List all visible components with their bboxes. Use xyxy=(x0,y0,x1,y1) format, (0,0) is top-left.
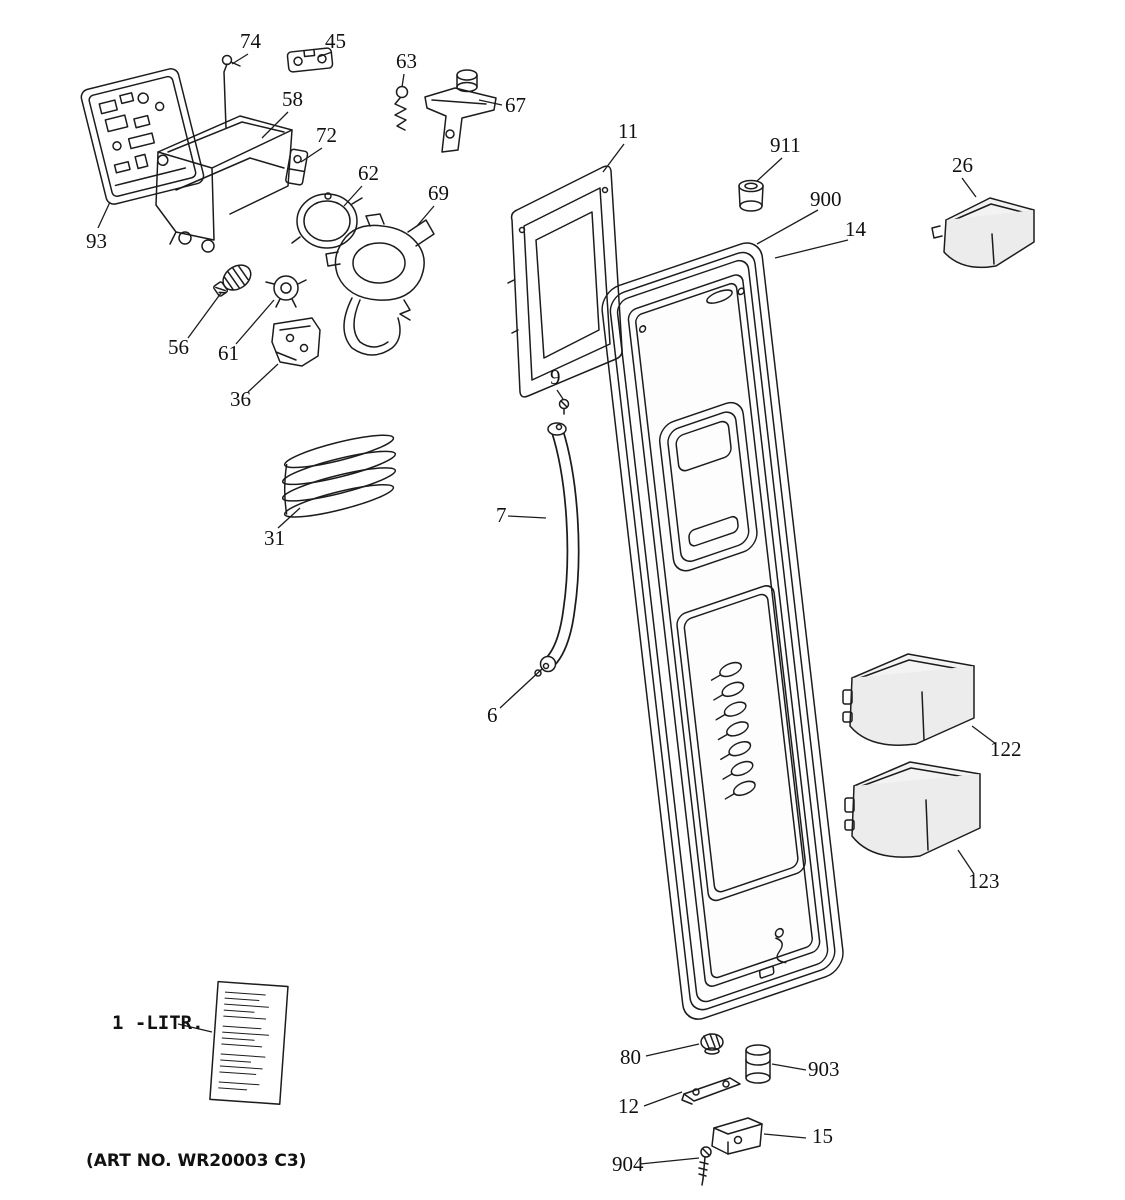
callout-123: 123 xyxy=(968,869,1000,893)
part-14-freezer-door xyxy=(627,274,821,987)
callout-911: 911 xyxy=(770,133,801,157)
leader-12 xyxy=(643,1091,683,1107)
leader-9 xyxy=(556,389,564,400)
part-61-socket xyxy=(265,275,307,308)
leader-61 xyxy=(235,299,275,345)
callout-12: 12 xyxy=(618,1094,639,1118)
callout-45: 45 xyxy=(325,29,346,53)
leader-93 xyxy=(97,201,111,229)
callout-900: 900 xyxy=(810,187,842,211)
callout-15: 15 xyxy=(812,1124,833,1148)
leader-45 xyxy=(317,51,333,58)
callout-67: 67 xyxy=(505,93,526,117)
leader-80 xyxy=(645,1043,700,1057)
door-lower-trim xyxy=(676,585,806,902)
leader-58 xyxy=(261,111,289,139)
callout-74: 74 xyxy=(240,29,262,53)
part-31-grille xyxy=(281,434,397,518)
art-number-text: (ART NO. WR20003 C3) xyxy=(86,1151,306,1171)
part-58-bracket-assembly xyxy=(155,115,293,253)
callout-36: 36 xyxy=(230,387,251,411)
part-36-bracket xyxy=(271,317,321,367)
leader-14 xyxy=(774,239,849,259)
part-80-grommet xyxy=(700,1033,724,1055)
callout-56: 56 xyxy=(168,335,189,359)
callout-72: 72 xyxy=(316,123,337,147)
leader-911 xyxy=(756,157,783,182)
part-11-inner-door-panel xyxy=(507,165,623,398)
leader-904 xyxy=(639,1157,700,1165)
freezer-door-assembly xyxy=(601,242,844,1020)
callout-63: 63 xyxy=(396,49,417,73)
part-12-bracket xyxy=(681,1077,741,1105)
callout-122: 122 xyxy=(990,737,1022,761)
leader-903 xyxy=(771,1063,807,1071)
callout-labels: 74 45 63 67 58 72 62 69 93 56 61 36 31 1… xyxy=(86,29,1022,1176)
callout-80: 80 xyxy=(620,1045,641,1069)
leader-56 xyxy=(187,292,222,339)
callout-14: 14 xyxy=(845,217,867,241)
part-6-handle-screw xyxy=(534,669,542,677)
part-9-screw xyxy=(558,398,570,415)
leader-67 xyxy=(478,99,503,106)
dispenser-recess xyxy=(658,401,758,572)
part-15-bracket xyxy=(711,1117,763,1155)
part-904-screw xyxy=(698,1146,712,1186)
callout-904: 904 xyxy=(612,1152,644,1176)
callout-1-litr: 1 -LITR. xyxy=(112,1012,204,1034)
callout-903: 903 xyxy=(808,1057,840,1081)
part-45-clip xyxy=(286,47,334,73)
leader-63 xyxy=(401,73,405,88)
leader-62 xyxy=(343,185,363,207)
part-74-pin xyxy=(221,54,241,129)
callout-58: 58 xyxy=(282,87,303,111)
part-56-bulb xyxy=(213,264,252,297)
leader-69 xyxy=(416,205,435,227)
leader-11 xyxy=(602,143,625,173)
leader-6 xyxy=(499,668,543,709)
part-67-bracket xyxy=(424,69,497,153)
callout-11: 11 xyxy=(618,119,638,143)
callout-31: 31 xyxy=(264,526,285,550)
callout-62: 62 xyxy=(358,161,379,185)
callout-6: 6 xyxy=(487,703,498,727)
leader-15 xyxy=(763,1133,807,1139)
callout-7: 7 xyxy=(496,503,507,527)
part-911-plug xyxy=(738,179,764,212)
leader-123 xyxy=(957,849,975,875)
leader-36 xyxy=(247,363,279,393)
part-122-door-bin xyxy=(842,653,975,746)
leader-31 xyxy=(277,507,301,529)
leader-72 xyxy=(300,147,323,163)
part-26-ice-bin xyxy=(931,197,1035,269)
part-7-door-handle xyxy=(539,422,580,673)
leader-74 xyxy=(231,53,249,65)
leader-litr xyxy=(177,1023,213,1033)
part-62-lamp-ring xyxy=(291,192,363,249)
leader-122 xyxy=(971,725,997,745)
part-72-bracket xyxy=(285,148,309,186)
door-wire-harness xyxy=(758,927,787,979)
callout-93: 93 xyxy=(86,229,107,253)
part-903-roller xyxy=(745,1044,771,1084)
leader-7 xyxy=(507,515,547,519)
part-63-spring-screw xyxy=(394,85,409,131)
part-1-booklet xyxy=(209,980,289,1105)
callout-26: 26 xyxy=(952,153,973,177)
callout-61: 61 xyxy=(218,341,239,365)
callout-9: 9 xyxy=(550,365,561,389)
callout-69: 69 xyxy=(428,181,449,205)
part-900-door-gasket xyxy=(601,242,844,1020)
part-123-door-bin xyxy=(844,761,981,858)
leader-26 xyxy=(961,177,977,198)
part-69-assembly xyxy=(325,213,435,356)
leader-lines xyxy=(97,51,997,1165)
leader-900 xyxy=(756,209,819,245)
ice-chute-parts xyxy=(710,661,756,800)
